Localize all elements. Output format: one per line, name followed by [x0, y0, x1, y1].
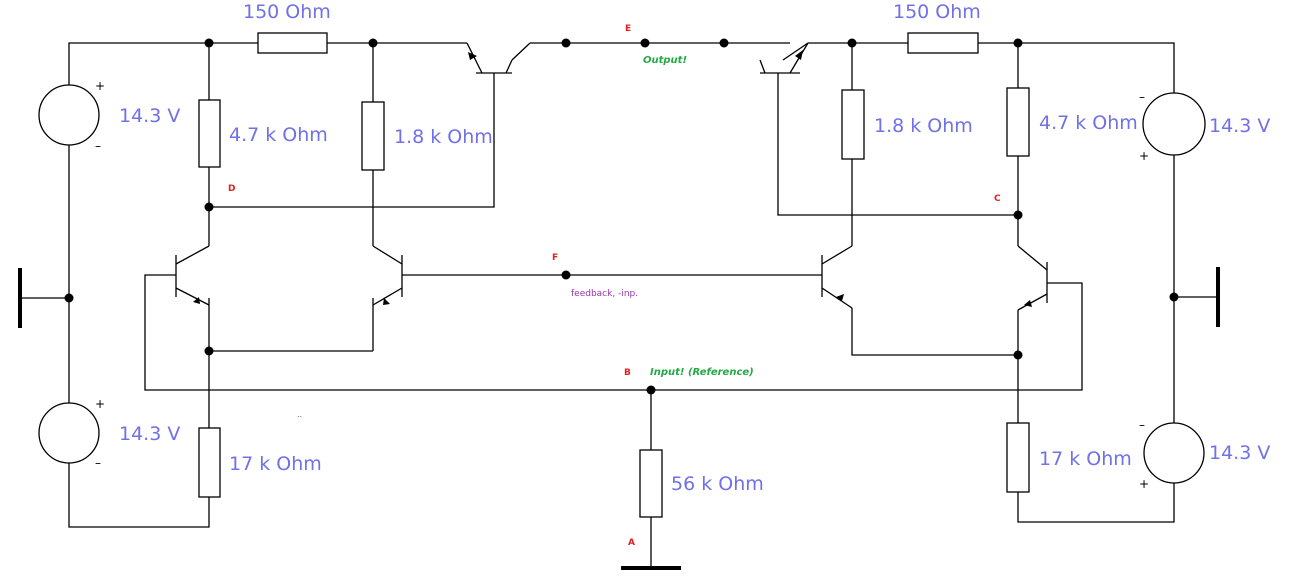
resistor-label-56k: 56 k Ohm: [671, 473, 764, 495]
stray-dots: ..: [297, 410, 302, 419]
resistor-label-17k-left: 17 k Ohm: [229, 453, 322, 475]
voltage-sources: [38, 84, 1206, 484]
node-label-e: E: [625, 24, 631, 34]
resistor-label-1k8-right: 1.8 k Ohm: [874, 115, 973, 137]
resistor-150-right: [907, 32, 979, 54]
wires: [20, 42, 1218, 568]
junction-node: [1013, 38, 1023, 48]
node-label-f: F: [552, 253, 558, 263]
source-label-right-top: 14.3 V: [1209, 115, 1270, 137]
annotations: Output! Input! (Reference) feedback, -in…: [297, 55, 754, 419]
node-label-a: A: [628, 538, 635, 548]
junction-node-f: [561, 270, 571, 280]
junction-node: [719, 38, 729, 48]
resistors: [198, 32, 1030, 518]
junction-node: [204, 38, 214, 48]
transistor-output-right: [759, 42, 809, 74]
transistor-left-1: [175, 245, 210, 306]
transistor-right-2: [1017, 245, 1048, 311]
source-label-left-bottom: 14.3 V: [119, 423, 180, 445]
minus-sign: –: [95, 139, 101, 153]
junction-node-e: [640, 38, 650, 48]
plus-sign: +: [95, 79, 105, 93]
node-label-c: C: [994, 194, 1001, 204]
source-label-left-top: 14.3 V: [119, 105, 180, 127]
junction-node: [1013, 350, 1023, 360]
node-label-d: D: [228, 184, 235, 194]
resistor-4k7-right: [1006, 87, 1030, 157]
output-annotation: Output!: [643, 55, 687, 66]
resistor-label-4k7-right: 4.7 k Ohm: [1039, 112, 1138, 134]
minus-sign: –: [95, 456, 101, 470]
plus-sign: +: [1139, 477, 1149, 491]
transistors: [175, 42, 1048, 311]
junction-node-d: [204, 202, 214, 212]
minus-sign: –: [1139, 90, 1145, 104]
junction-node: [368, 38, 378, 48]
value-labels: 150 Ohm 150 Ohm 4.7 k Ohm 1.8 k Ohm 1.8 …: [119, 1, 1270, 495]
plus-sign: +: [1139, 149, 1149, 163]
input-annotation: Input! (Reference): [650, 367, 754, 378]
resistor-label-17k-right: 17 k Ohm: [1039, 448, 1132, 470]
resistor-label-150-left: 150 Ohm: [243, 1, 331, 23]
voltage-source-right-top: [1142, 92, 1206, 156]
resistor-1k8-left: [361, 101, 385, 171]
resistor-56k: [639, 449, 663, 518]
source-polarity-marks: + – + – – + – +: [95, 79, 1149, 491]
resistor-label-4k7-left: 4.7 k Ohm: [229, 124, 328, 146]
resistor-17k-left: [198, 427, 221, 498]
minus-sign: –: [1139, 418, 1145, 432]
source-label-right-bottom: 14.3 V: [1209, 442, 1270, 464]
junction-node: [561, 38, 571, 48]
resistor-1k8-right: [841, 89, 865, 160]
voltage-source-left-bottom: [38, 402, 100, 464]
node-labels: E D C F B A: [228, 24, 1001, 548]
voltage-source-right-bottom: [1143, 422, 1205, 484]
voltage-source-left-top: [38, 84, 100, 146]
resistor-label-1k8-left: 1.8 k Ohm: [394, 126, 493, 148]
ground-symbols: [18, 267, 1220, 570]
junction-nodes: [64, 38, 1179, 395]
junction-node: [847, 38, 857, 48]
junction-node-b: [646, 385, 656, 395]
junction-node: [204, 346, 214, 356]
resistor-4k7-left: [198, 99, 221, 168]
resistor-label-150-right: 150 Ohm: [893, 1, 981, 23]
resistor-150-left: [257, 32, 328, 54]
junction-node-c: [1013, 210, 1023, 220]
node-label-b: B: [624, 368, 631, 378]
transistor-right-1: [821, 245, 853, 309]
junction-node: [1169, 292, 1179, 302]
transistor-left-2: [372, 245, 403, 306]
resistor-17k-right: [1006, 422, 1030, 493]
junction-node: [64, 293, 74, 303]
feedback-annotation: feedback, -inp.: [571, 289, 638, 299]
transistor-output-left: [466, 42, 513, 74]
plus-sign: +: [95, 397, 105, 411]
